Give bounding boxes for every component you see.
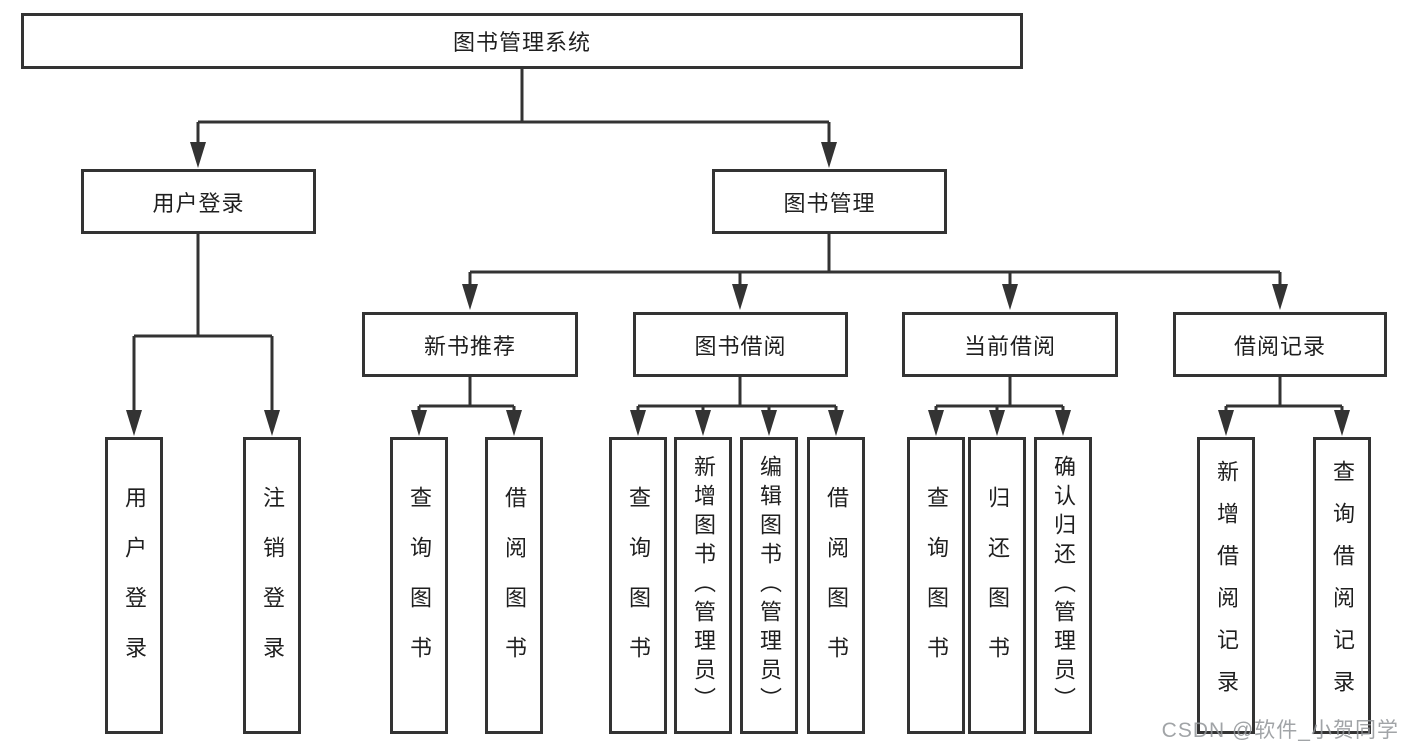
node-new-book-recommendation: 新书推荐 [362,312,578,377]
node-label: 图书借阅 [694,333,787,359]
node-label: 查询图书 [407,485,432,686]
node-leaf-query-books-borrowing: 查询图书 [609,437,667,734]
node-user-login: 用户登录 [81,169,316,234]
node-leaf-query-borrow-record: 查询借阅记录 [1313,437,1371,734]
node-current-borrowing: 当前借阅 [902,312,1118,377]
node-leaf-confirm-return-admin: 确认归还（管理员） [1034,437,1092,734]
arrow-down-icon [1218,410,1234,436]
node-label: 当前借阅 [963,333,1056,359]
node-label: 编辑图书（管理员） [757,455,782,716]
arrow-down-icon [828,410,844,436]
node-label: 新增借阅记录 [1214,459,1239,712]
arrow-down-icon [506,410,522,436]
node-leaf-edit-books-admin: 编辑图书（管理员） [740,437,798,734]
arrow-down-icon [1272,284,1288,310]
node-leaf-add-books-admin: 新增图书（管理员） [674,437,732,734]
node-label: 归还图书 [985,485,1010,686]
arrow-down-icon [411,410,427,436]
node-borrowing-records: 借阅记录 [1173,312,1387,377]
node-leaf-user-login: 用户登录 [105,437,163,734]
node-label: 新书推荐 [423,333,516,359]
node-label: 确认归还（管理员） [1051,455,1076,716]
node-book-management: 图书管理 [712,169,947,234]
node-leaf-query-books-recommend: 查询图书 [390,437,448,734]
arrow-down-icon [1002,284,1018,310]
node-leaf-add-borrow-record: 新增借阅记录 [1197,437,1255,734]
csdn-watermark: CSDN @软件_小贺同学 [1161,719,1399,742]
node-label: 借阅图书 [824,485,849,686]
node-label: 查询图书 [924,485,949,686]
node-leaf-logout: 注销登录 [243,437,301,734]
arrow-down-icon [821,142,837,168]
node-label: 查询借阅记录 [1330,459,1355,712]
arrow-down-icon [190,142,206,168]
node-label: 用户登录 [122,485,147,686]
arrow-down-icon [732,284,748,310]
node-root-system: 图书管理系统 [21,13,1023,69]
node-label: 查询图书 [626,485,651,686]
node-leaf-borrow-books-recommend: 借阅图书 [485,437,543,734]
arrow-down-icon [462,284,478,310]
node-label: 新增图书（管理员） [691,455,716,716]
arrow-down-icon [1055,410,1071,436]
arrow-down-icon [1334,410,1350,436]
arrow-down-icon [630,410,646,436]
arrow-down-icon [126,410,142,436]
node-label: 图书管理 [783,190,876,216]
node-leaf-return-books: 归还图书 [968,437,1026,734]
arrow-down-icon [928,410,944,436]
arrow-down-icon [695,410,711,436]
node-label: 用户登录 [152,190,245,216]
arrow-down-icon [761,410,777,436]
node-label: 图书管理系统 [452,30,591,55]
node-leaf-borrow-books-borrowing: 借阅图书 [807,437,865,734]
node-label: 借阅记录 [1233,333,1326,359]
node-book-borrowing: 图书借阅 [633,312,848,377]
arrow-down-icon [264,410,280,436]
arrow-down-icon [989,410,1005,436]
node-label: 借阅图书 [502,485,527,686]
node-label: 注销登录 [260,485,285,686]
node-leaf-query-books-current: 查询图书 [907,437,965,734]
